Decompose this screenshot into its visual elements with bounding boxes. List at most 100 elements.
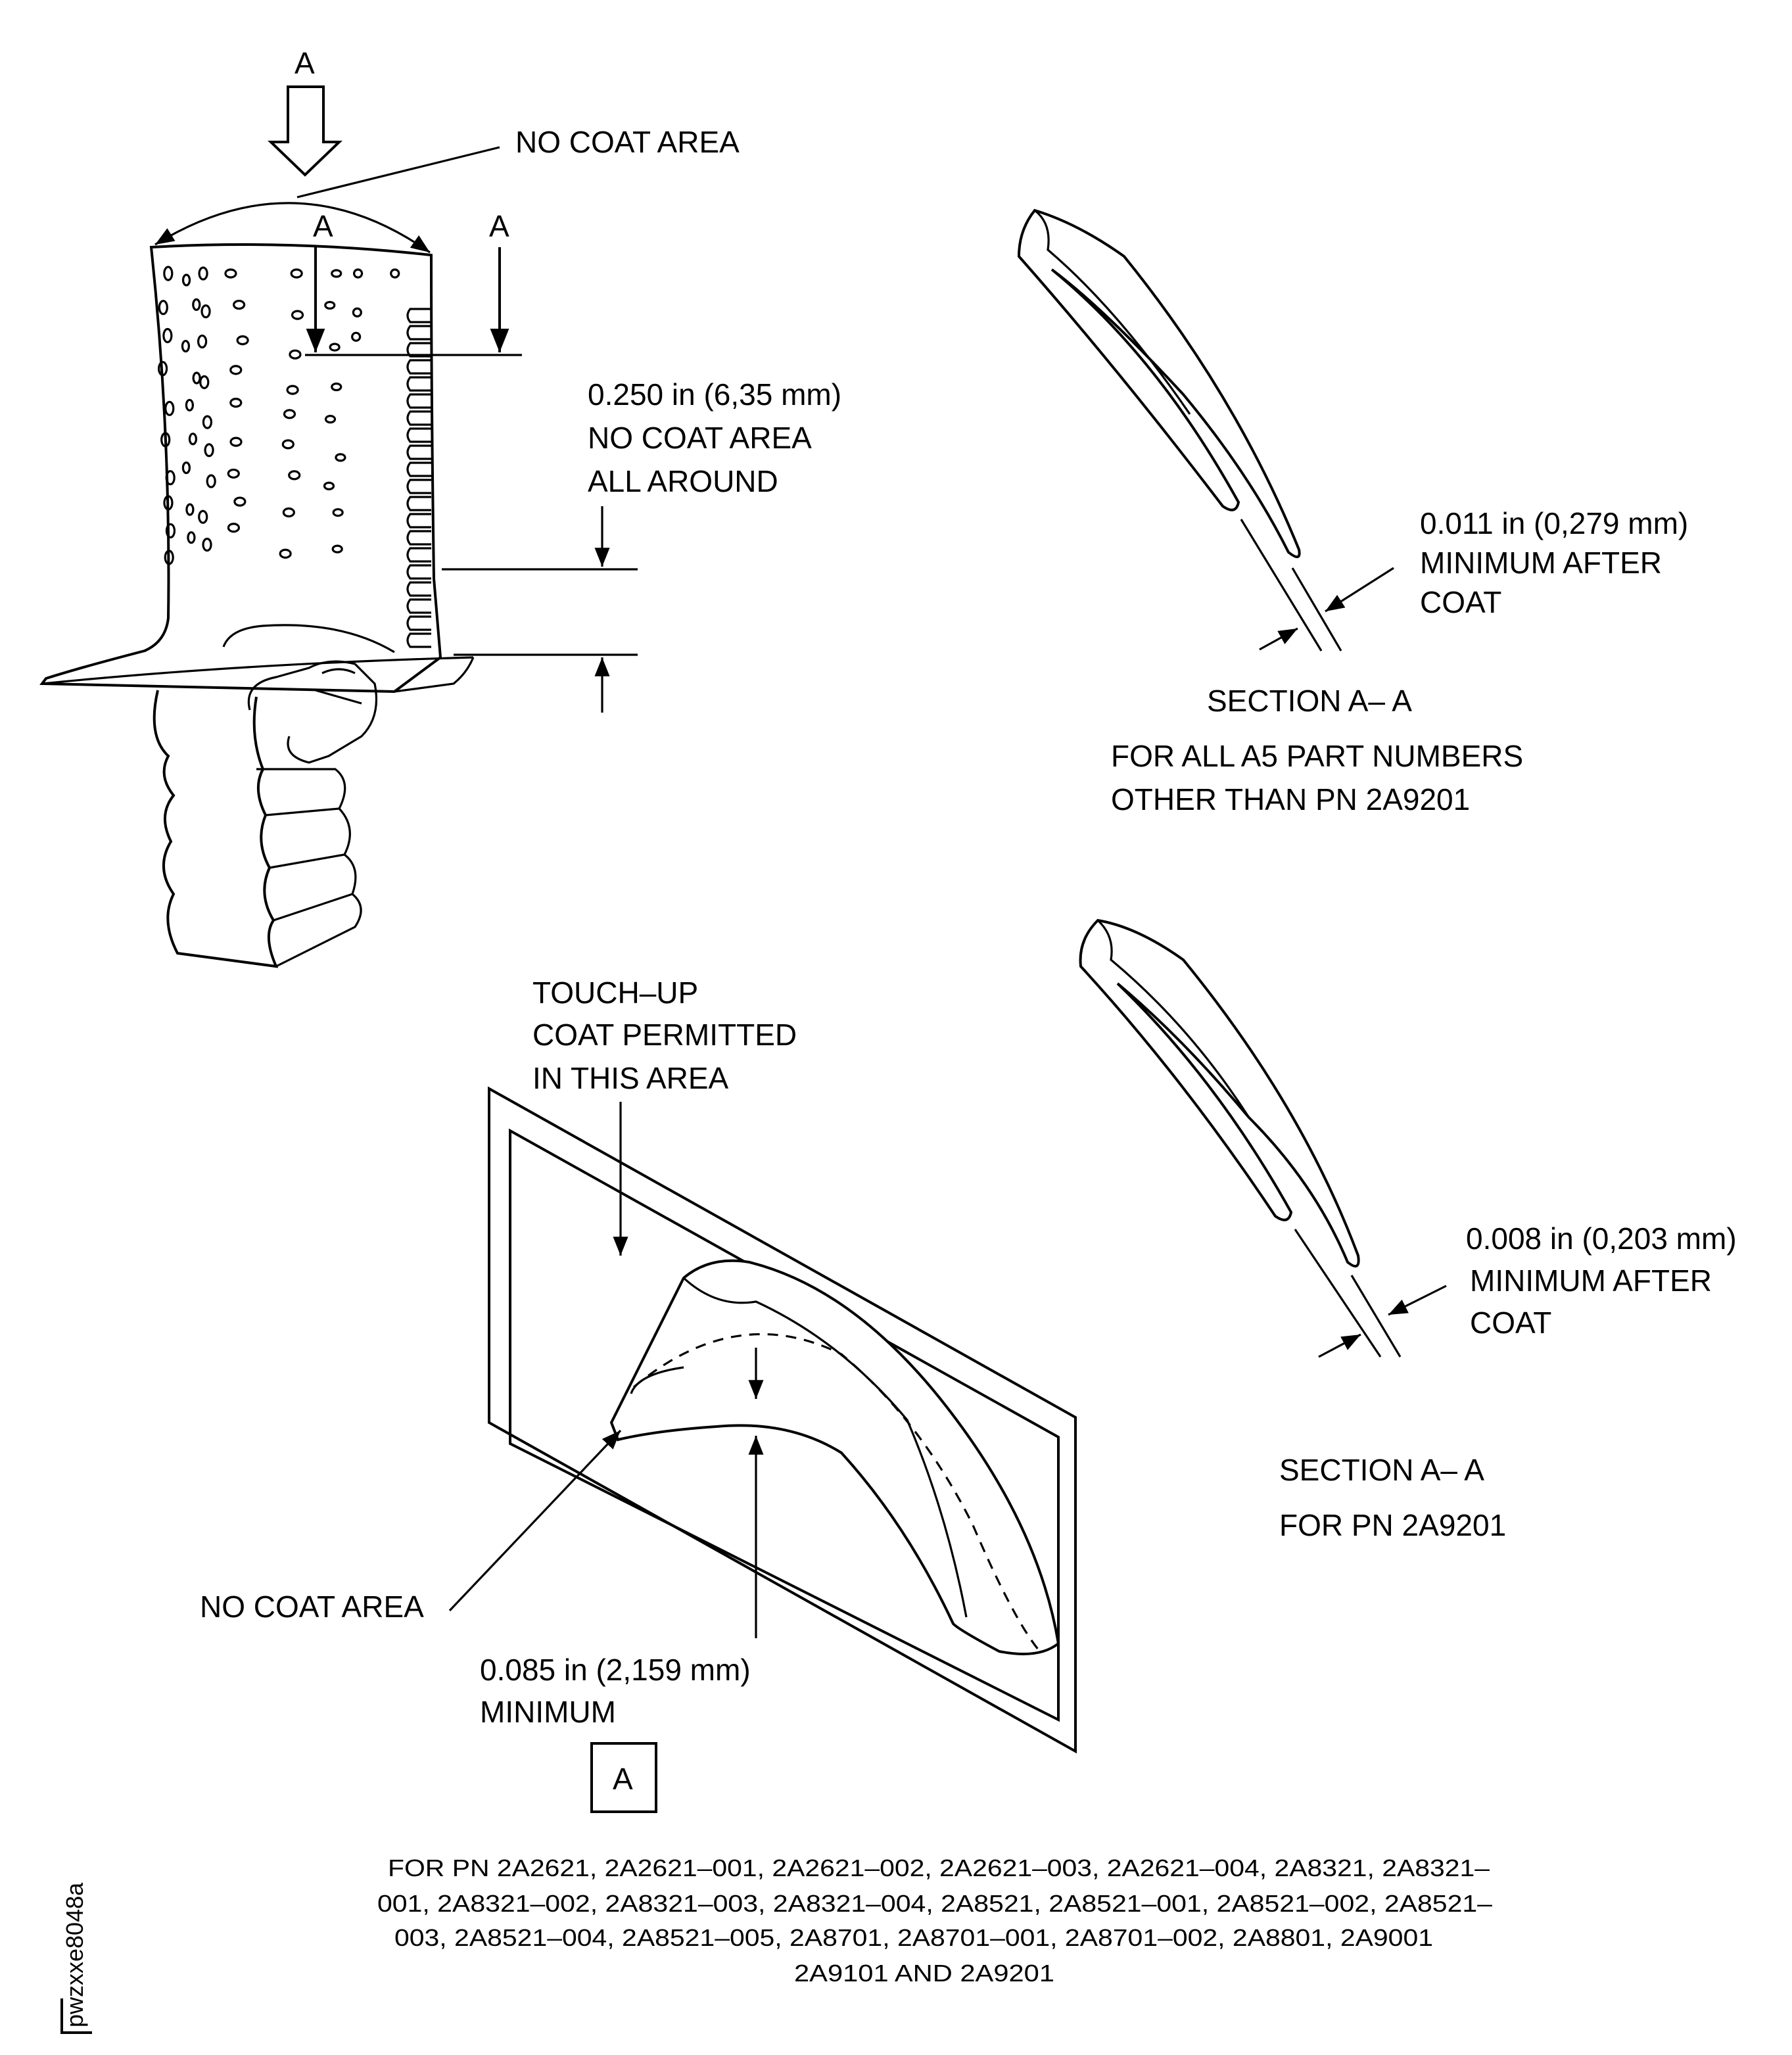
root-serrations [256, 768, 362, 968]
section-cut-label-right: A [489, 209, 509, 243]
section-lower-inner [1096, 919, 1250, 1118]
trailing-edge-slot [406, 410, 431, 426]
trailing-edge-slot [406, 513, 431, 529]
section-upper-caption-2: OTHER THAN PN 2A9201 [1111, 782, 1470, 816]
cooling-hole [291, 310, 304, 320]
cooling-hole [351, 331, 362, 342]
thickness-arrow-lower-right [1388, 1285, 1447, 1316]
cooling-hole [164, 400, 175, 416]
section-upper-wall-left [1240, 519, 1323, 651]
trailing-edge-slot [406, 427, 431, 443]
section-lower-caption: FOR PN 2A9201 [1279, 1508, 1506, 1542]
cooling-hole [192, 298, 201, 312]
trailing-edge-slot [406, 325, 431, 341]
cooling-holes [157, 266, 400, 565]
cooling-hole [202, 415, 213, 429]
trailing-edge-slot [406, 376, 431, 392]
cooling-hole [181, 273, 191, 287]
cooling-hole [282, 507, 295, 518]
dimension-0008-label: MINIMUM AFTER [1470, 1264, 1712, 1298]
view-a-box-label: A [613, 1762, 633, 1796]
section-a-a-upper: 0.011 in (0,279 mm) MINIMUM AFTER COAT S… [1017, 208, 1688, 816]
fillet [222, 624, 395, 653]
section-upper-caption-1: FOR ALL A5 PART NUMBERS [1111, 739, 1523, 773]
no-coat-leader [296, 146, 500, 199]
cooling-hole [198, 509, 208, 524]
cooling-hole [204, 443, 214, 458]
trailing-edge-slot [406, 564, 431, 580]
cooling-hole [229, 398, 243, 408]
blade-tip-edge [630, 1366, 684, 1394]
dimension-0085-value: 0.085 in (2,159 mm) [480, 1653, 751, 1687]
cooling-hole [335, 453, 346, 462]
trailing-edge-slot [406, 359, 431, 375]
figure-id-bracket [60, 1998, 92, 2034]
dimension-0250-value: 0.250 in (6,35 mm) [588, 377, 841, 412]
airfoil-section-upper [1017, 208, 1301, 558]
thickness-arrow-upper-left [1259, 627, 1298, 651]
cooling-hole [199, 375, 210, 389]
cooling-hole [157, 361, 168, 377]
detail-view-a: TOUCH–UP COAT PERMITTED IN THIS AREA NO … [200, 976, 1077, 1813]
footnote-line-2: 001, 2A8321–002, 2A8321–003, 2A8321–004,… [377, 1890, 1492, 1917]
section-lower-title: SECTION A– A [1279, 1453, 1484, 1487]
section-upper-inner [1034, 209, 1191, 415]
touchup-label-3: IN THIS AREA [532, 1061, 729, 1095]
footnote-line-4: 2A9101 AND 2A9201 [794, 1960, 1054, 1987]
coat-boundary-dashed [632, 1333, 1040, 1651]
trailing-edge-slot [406, 342, 431, 358]
footnote-line-1: FOR PN 2A2621, 2A2621–001, 2A2621–002, 2… [388, 1854, 1490, 1881]
turbine-blade-view: A NO COAT AREA A A 0.250 in (6,35 mm) NO… [39, 46, 841, 968]
cooling-hole [163, 495, 174, 511]
cooling-hole [281, 439, 295, 450]
section-upper-title: SECTION A– A [1207, 684, 1412, 718]
cooling-hole [158, 300, 168, 316]
cooling-hole [331, 269, 342, 278]
cooling-hole [202, 537, 212, 552]
cooling-hole [324, 415, 337, 424]
cooling-hole [352, 268, 364, 279]
cooling-hole [162, 327, 173, 344]
section-lower-wall-right [1350, 1275, 1402, 1358]
trailing-edge-slot [406, 530, 431, 546]
platform-top [41, 656, 474, 685]
view-direction-arrow [268, 85, 342, 177]
trailing-edge-slots [406, 308, 431, 648]
no-coat-area-label-detail: NO COAT AREA [200, 1590, 424, 1624]
cooling-hole [181, 339, 191, 353]
cooling-hole [229, 437, 243, 447]
cooling-hole [331, 382, 342, 392]
thickness-arrow-lower-left [1318, 1333, 1361, 1358]
cooling-hole [233, 299, 246, 310]
cooling-hole [181, 461, 191, 475]
cooling-hole [206, 474, 216, 488]
platform-underside [247, 660, 378, 764]
cooling-hole [164, 550, 174, 565]
figure-id: pwzxxe8048a [61, 1882, 88, 2027]
cooling-hole [197, 334, 208, 349]
platform-edge [394, 657, 475, 693]
trailing-edge-slot [406, 308, 431, 323]
footnote-line-3: 003, 2A8521–004, 2A8521–005, 2A8701, 2A8… [394, 1924, 1433, 1951]
trailing-edge-slot [406, 598, 431, 614]
dimension-0011-label: MINIMUM AFTER [1420, 546, 1662, 580]
trailing-edge-slot [406, 393, 431, 409]
thickness-arrow-upper-right [1325, 567, 1394, 613]
trailing-edge-slot [406, 547, 431, 563]
cooling-hole [286, 385, 299, 395]
touchup-label-1: TOUCH–UP [532, 976, 698, 1010]
section-a-a-lower: 0.008 in (0,203 mm) MINIMUM AFTER COAT S… [1079, 918, 1737, 1542]
cooling-hole [290, 268, 303, 279]
airfoil-outline [39, 243, 442, 694]
cooling-hole [185, 398, 194, 412]
dimension-0011-value: 0.011 in (0,279 mm) [1420, 506, 1688, 540]
cooling-hole [390, 268, 400, 279]
cooling-hole [332, 508, 344, 517]
trailing-edge-slot [406, 632, 431, 648]
cooling-hole [233, 496, 247, 507]
cooling-hole [283, 409, 296, 419]
cooling-hole [324, 300, 336, 310]
cooling-hole [227, 523, 241, 533]
dimension-0250-label: NO COAT AREA [588, 421, 812, 455]
